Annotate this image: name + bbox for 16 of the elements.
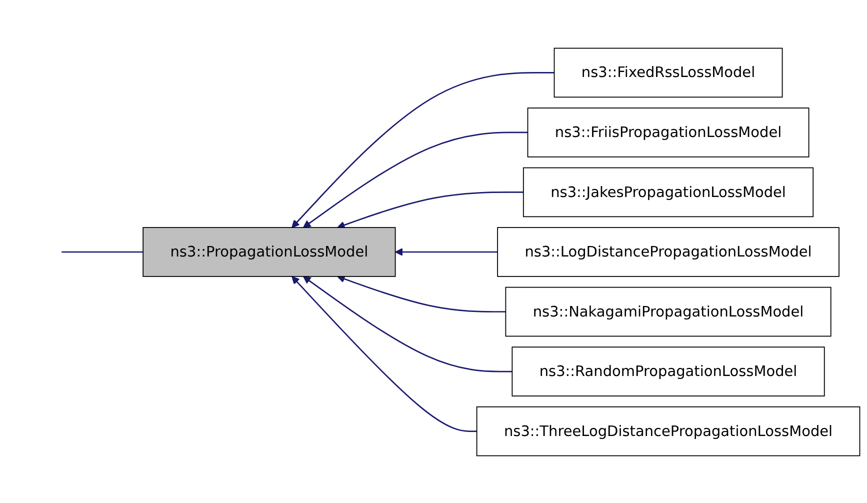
node-box: ns3::ThreeLogDistancePropagationLossModel — [476, 406, 860, 456]
node-box: ns3::PropagationLossModel — [142, 226, 396, 276]
arrow — [337, 274, 506, 312]
node-box: ns3::NakagamiPropagationLossModel — [505, 286, 832, 336]
arrow — [292, 72, 554, 228]
node-box: ns3::FixedRssLossModel — [554, 47, 783, 98]
node-box: ns3::LogDistancePropagationLossModel — [497, 226, 840, 276]
arrow — [302, 131, 528, 228]
arrow — [302, 276, 512, 372]
connector — [62, 250, 144, 252]
arrow — [337, 191, 524, 228]
node-box: ns3::RandomPropagationLossModel — [512, 346, 825, 396]
arrow — [292, 276, 477, 432]
node-box: ns3::FriisPropagationLossModel — [527, 107, 810, 157]
arrow — [394, 248, 498, 256]
node-box: ns3::JakesPropagationLossModel — [522, 166, 814, 217]
